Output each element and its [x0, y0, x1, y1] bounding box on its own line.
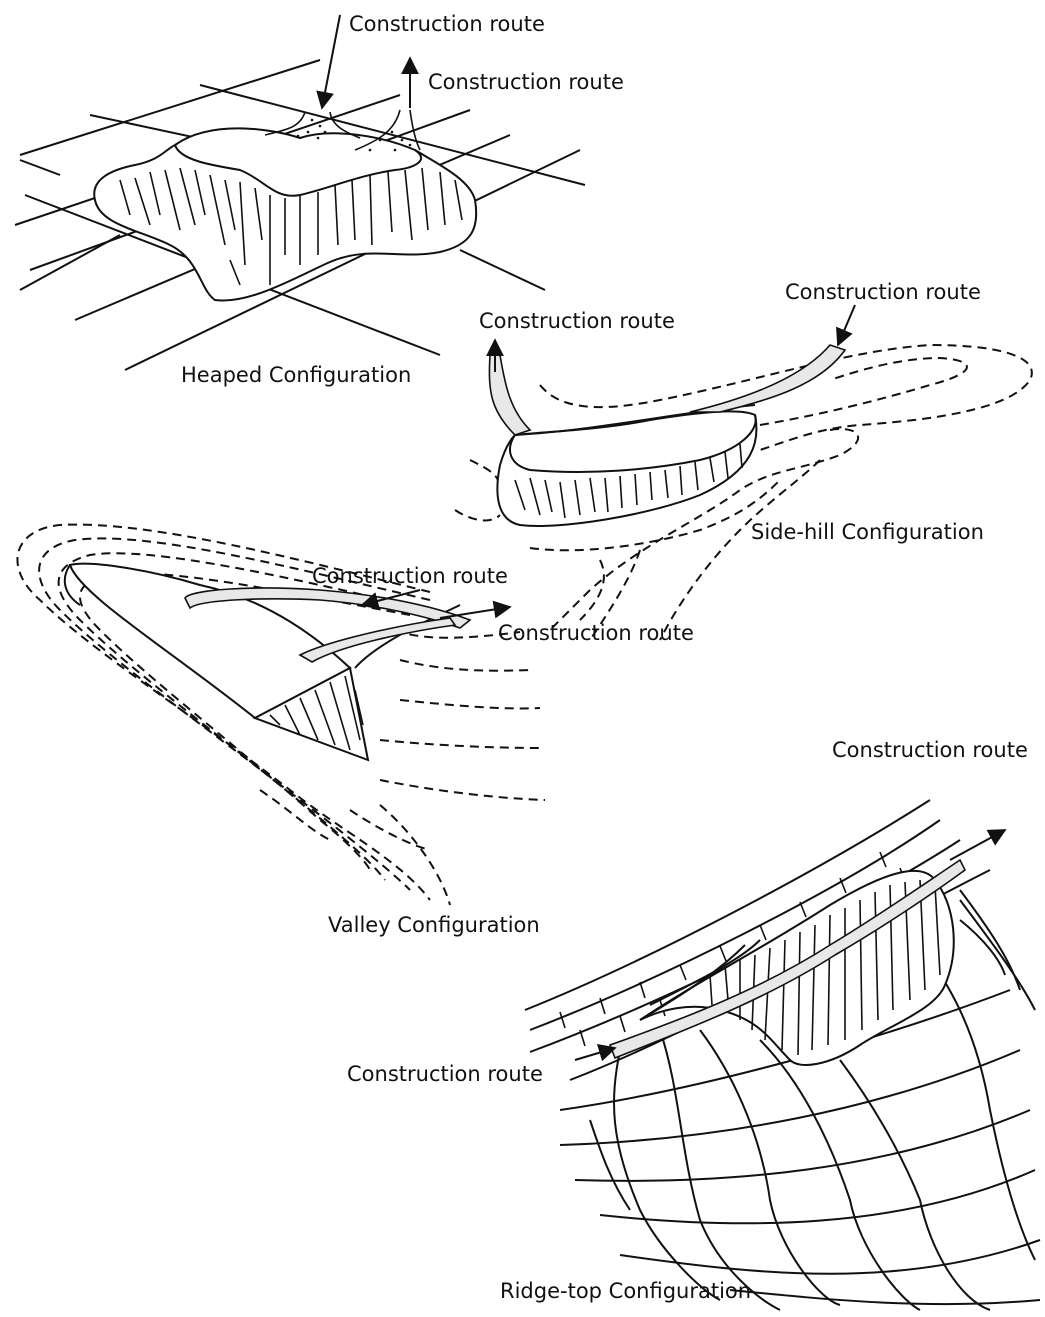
ridgetop-route-in-label: Construction route	[347, 1062, 543, 1086]
sidehill-configuration-label: Side-hill Configuration	[751, 520, 984, 544]
sidehill-configuration	[455, 305, 1032, 640]
sidehill-fill	[497, 411, 756, 526]
valley-route-out-label: Construction route	[498, 621, 694, 645]
ridgetop-route-out-label: Construction route	[832, 738, 1028, 762]
heaped-route-out-label: Construction route	[428, 70, 624, 94]
valley-route-in-label: Construction route	[312, 564, 508, 588]
sidehill-route-in-arrow	[838, 305, 855, 345]
sidehill-route-in-label: Construction route	[785, 280, 981, 304]
ridgetop-route-in-arrow	[575, 1048, 615, 1060]
sidehill-route-out-label: Construction route	[479, 309, 675, 333]
heaped-configuration-label: Heaped Configuration	[181, 363, 411, 387]
ridgetop-route-out-arrow	[950, 830, 1005, 860]
heaped-route-in-label: Construction route	[349, 12, 545, 36]
valley-configuration-label: Valley Configuration	[328, 913, 540, 937]
ridgetop-grid	[525, 800, 1040, 1310]
heaped-route-in-arrow	[322, 15, 340, 108]
ridgetop-configuration-label: Ridge-top Configuration	[500, 1279, 751, 1303]
ridgetop-configuration	[525, 800, 1040, 1310]
